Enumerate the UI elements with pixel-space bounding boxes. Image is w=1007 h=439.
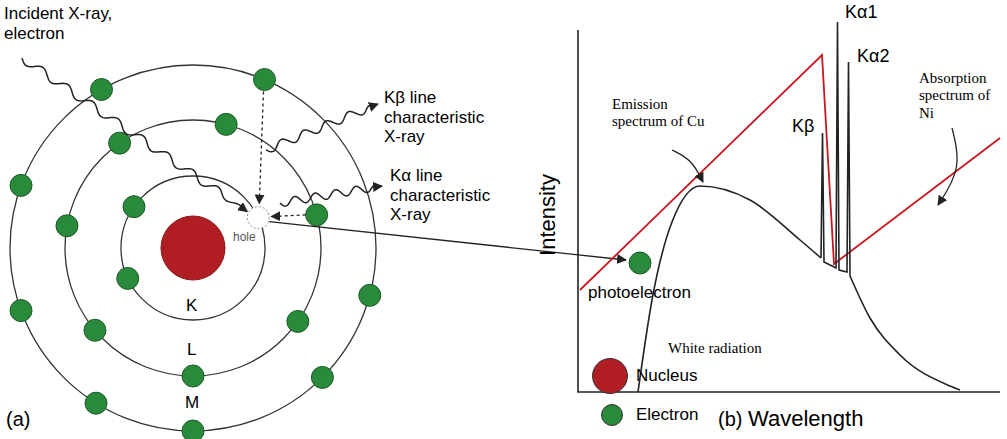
line-label: Kβ (792, 116, 814, 137)
atom (10, 58, 651, 439)
pointer-arrow (672, 150, 703, 182)
annotation: Kβ line characteristic X-ray (384, 88, 494, 147)
electron (123, 196, 145, 218)
legend-swatch (592, 358, 628, 394)
curve-label: White radiation (668, 340, 762, 357)
electron (359, 284, 381, 306)
axis-label: Intensity (535, 174, 560, 256)
emission-tail (850, 276, 960, 390)
electron (10, 300, 32, 322)
electron (306, 204, 328, 226)
electron (84, 319, 106, 341)
transition-arrow (271, 215, 305, 217)
panel-label: (b) (718, 408, 742, 431)
part-label: hole (233, 231, 256, 245)
electron (215, 113, 237, 135)
electron (311, 366, 333, 388)
legend-text: Electron (636, 405, 698, 425)
pointer-arrow (938, 128, 957, 205)
electron (91, 79, 113, 101)
electron (109, 132, 131, 154)
photoelectron (629, 252, 651, 274)
photoelectron-path (269, 222, 626, 260)
electron (56, 215, 78, 237)
electron (10, 174, 32, 196)
electron-shell (65, 120, 321, 376)
part-label: photoelectron (588, 283, 691, 303)
shell-label: K (186, 296, 197, 316)
kbeta-xray (266, 104, 378, 152)
incident-ray (22, 58, 247, 212)
electron-shell (10, 65, 376, 431)
electron (287, 310, 309, 332)
shell-label: M (185, 393, 199, 413)
electron (254, 69, 276, 91)
panel-label: (a) (6, 408, 30, 431)
shell-label: L (187, 340, 196, 360)
electron (182, 420, 204, 439)
electron-shell (121, 176, 265, 320)
electron (182, 365, 204, 387)
annotation: Kα line characteristic X-ray (390, 166, 500, 225)
legend-text: Nucleus (636, 366, 697, 386)
hole (247, 207, 269, 229)
kalpha-xray (280, 185, 382, 206)
nucleus (161, 216, 225, 280)
emission-lines (821, 22, 850, 276)
axis-label: Wavelength (748, 406, 863, 431)
curve-label: Emission spectrum of Cu (612, 96, 707, 131)
annotation: Incident X-ray, electron (4, 4, 134, 43)
electron (117, 267, 139, 289)
line-label: Kα2 (857, 46, 889, 67)
electron (85, 392, 107, 414)
transition-arrow (259, 92, 263, 204)
curve-label: Absorption spectrum of Ni (919, 70, 1003, 122)
line-label: Kα1 (845, 2, 877, 23)
legend-swatch (601, 404, 623, 426)
